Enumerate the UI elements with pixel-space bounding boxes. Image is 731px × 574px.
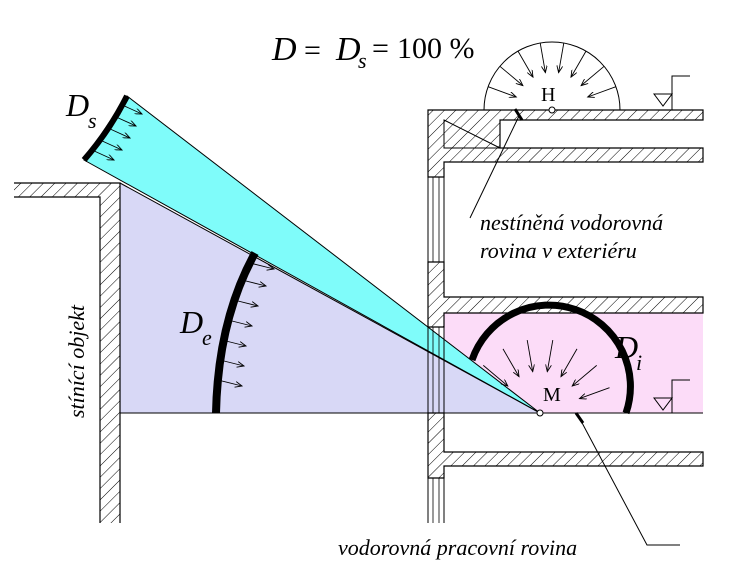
exterior-ray-arrow (487, 86, 516, 97)
formula-lhs: D (271, 31, 297, 68)
exterior-ray-arrow (517, 50, 533, 77)
label-di: D (614, 329, 638, 365)
de-ray-arrow (227, 319, 252, 326)
label-de: D (179, 304, 203, 340)
exterior-ray-arrow (559, 42, 565, 73)
ds-ray-arrow (91, 149, 114, 160)
ds-ray-arrow (119, 103, 142, 114)
de-arc (212, 251, 259, 414)
interior-ray-arrow (483, 365, 508, 386)
formula-ds: D (335, 31, 361, 68)
label-di-sub: i (636, 350, 642, 375)
work-plane-leader (579, 418, 680, 546)
interior-ray-arrow (561, 348, 578, 377)
de-ray-arrow (249, 262, 274, 269)
interior-ray-arrow (502, 348, 519, 377)
level-triangle-icon (653, 379, 690, 413)
exterior-hemisphere (483, 41, 621, 121)
label-work-plane: vodorovná pracovní rovina (338, 535, 577, 560)
label-exterior-line2: rovina v exteriéru (480, 238, 637, 263)
formula-value: 100 % (397, 32, 475, 65)
de-ray-arrow (233, 299, 258, 306)
label-ds-sub: s (88, 108, 97, 133)
exterior-ray-arrow (499, 65, 523, 85)
label-obstruction: stínící objekt (64, 304, 89, 418)
exterior-ray-arrow (571, 50, 587, 77)
formula: D = D s = 100 % (271, 31, 475, 73)
de-ray-arrow (221, 339, 246, 346)
label-de-sub: e (202, 325, 212, 350)
label-exterior-line1: nestíněná vodorovná (480, 210, 663, 235)
level-triangle-icon (653, 75, 690, 110)
formula-ds-sub: s (358, 48, 367, 73)
obstruction-building (14, 182, 121, 523)
exterior-ray-arrow (588, 86, 617, 97)
exterior-ray-arrow (581, 65, 605, 85)
interior-hemisphere (468, 301, 634, 424)
exterior-leader (469, 115, 520, 219)
point-h-marker (548, 106, 556, 114)
building-section (427, 109, 704, 523)
obstruction-line (119, 182, 541, 414)
interior-ray-arrow (580, 387, 610, 399)
point-m-marker (536, 409, 544, 417)
exterior-ray-arrow (539, 42, 545, 73)
de-ray-arrow (241, 279, 266, 286)
formula-equals-2: = (372, 32, 389, 65)
interior-ray-arrow (572, 365, 597, 386)
ds-ray-arrow (99, 139, 122, 150)
label-point-m: M (543, 384, 561, 406)
ds-ray-arrow (113, 115, 136, 126)
label-ds: D (65, 87, 89, 123)
interior-ray-arrow (526, 340, 533, 372)
arrow-ray-icon (91, 42, 617, 399)
label-point-h: H (541, 84, 555, 106)
de-ray-arrow (217, 379, 242, 386)
ds-arc (81, 94, 130, 162)
interior-ray-arrow (547, 340, 554, 372)
de-ray-arrow (219, 359, 244, 366)
ds-ray-arrow (107, 127, 130, 138)
formula-equals: = (304, 34, 321, 67)
